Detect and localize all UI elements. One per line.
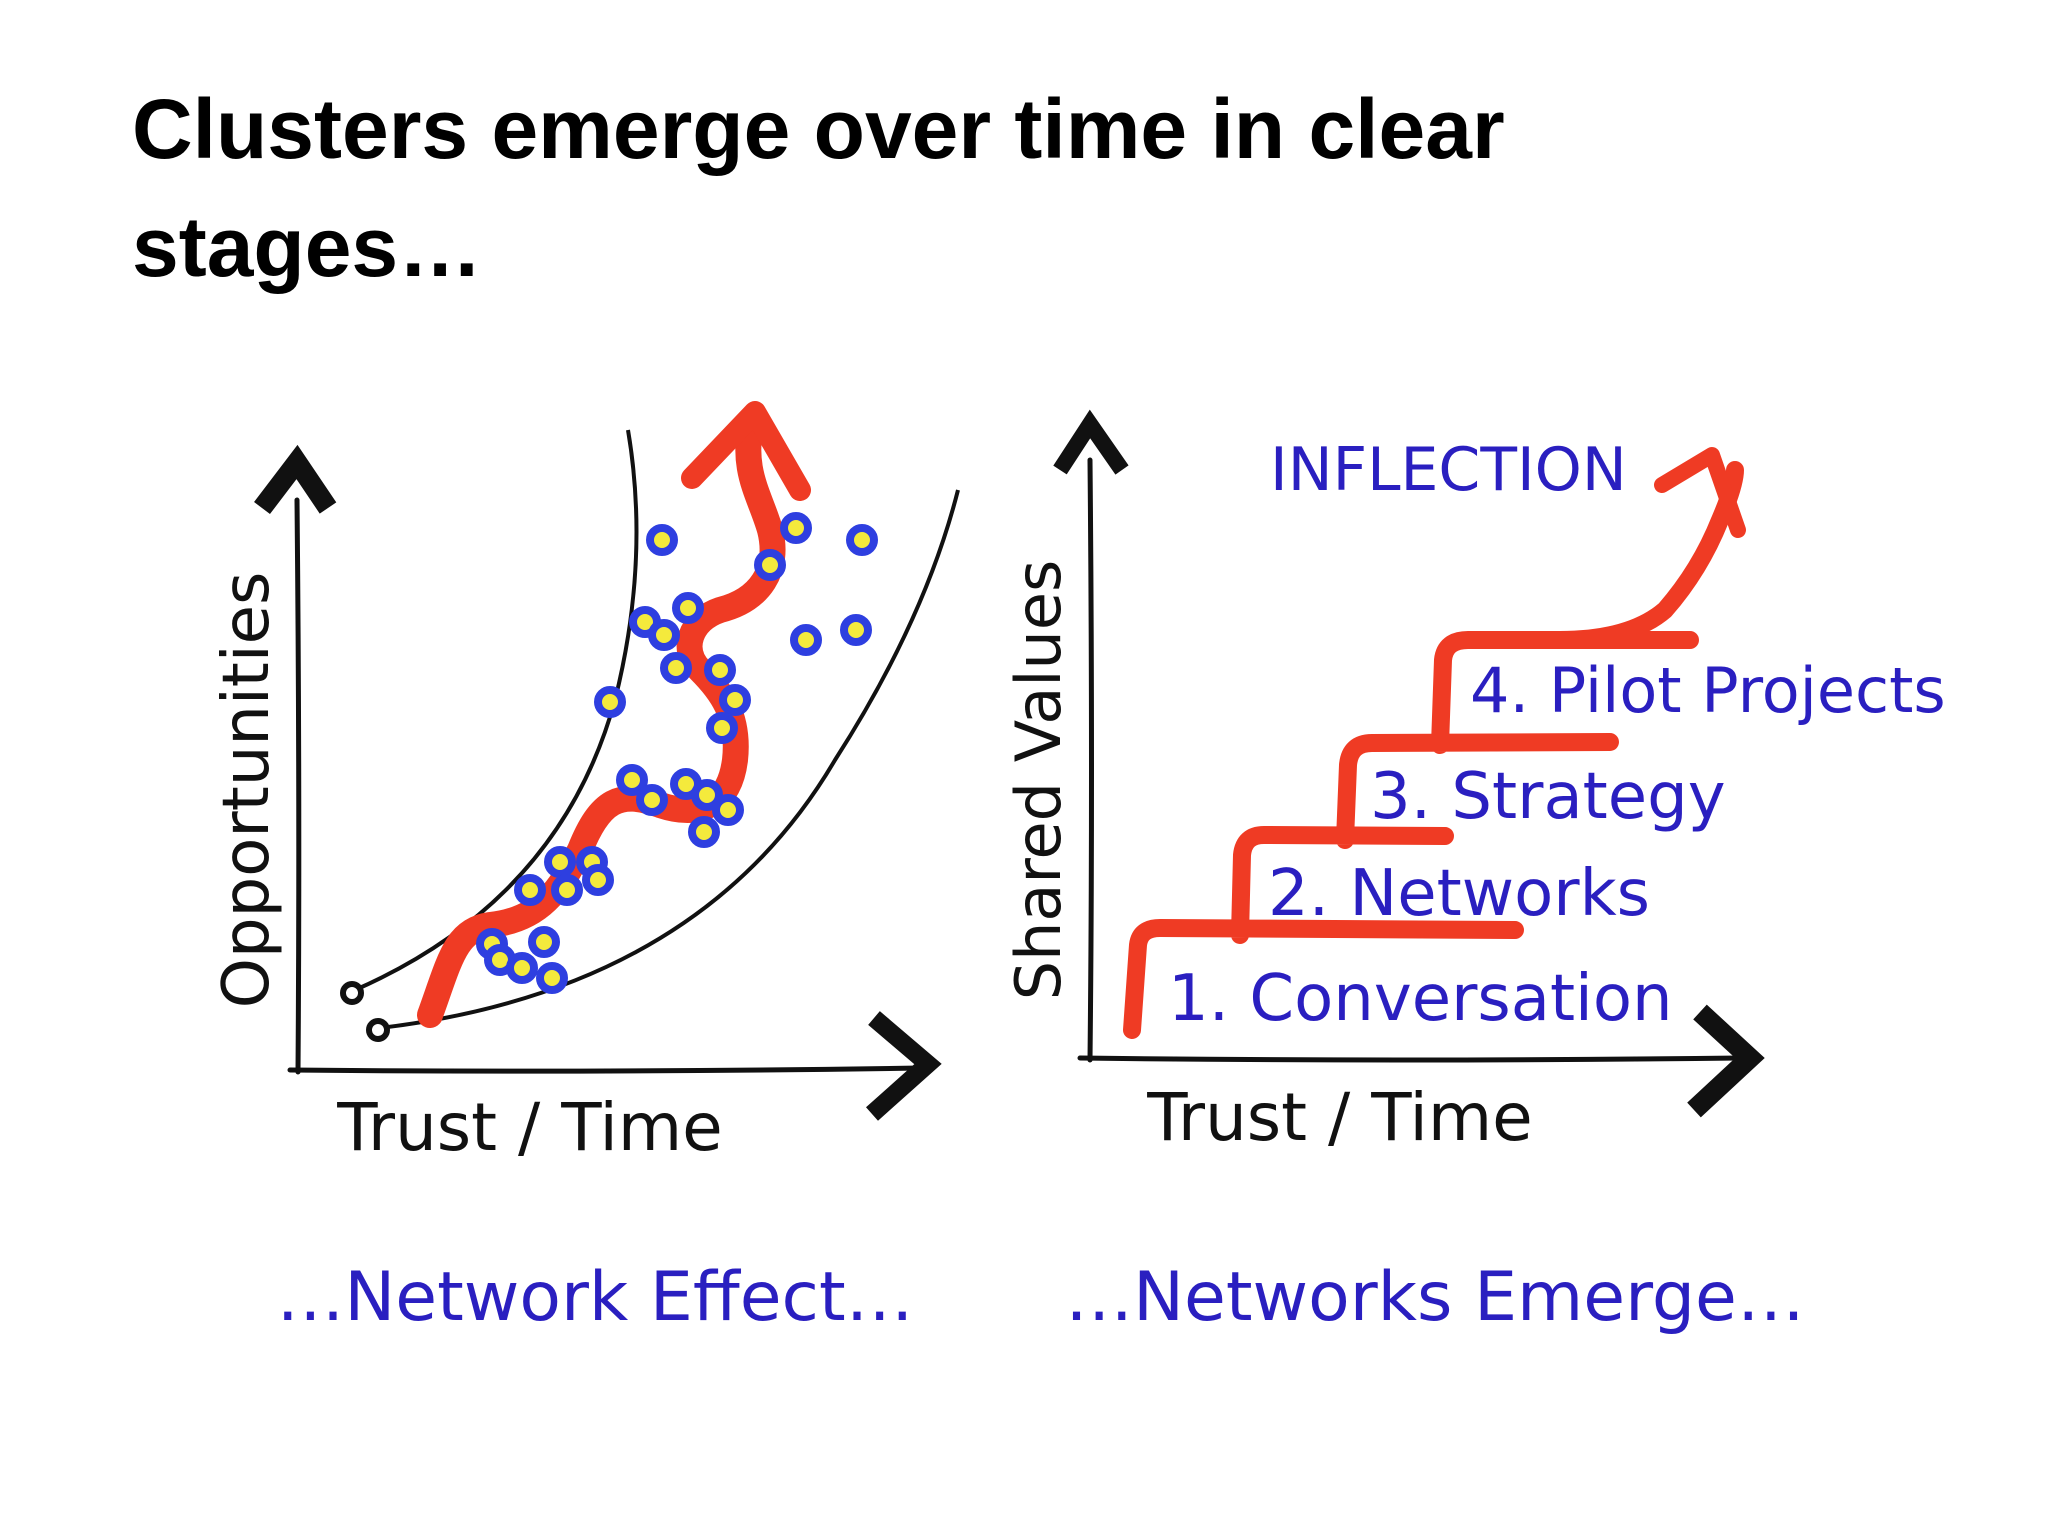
- opportunity-dot: [544, 846, 576, 878]
- stage-1-label: 1. Conversation: [1168, 962, 1673, 1036]
- opportunity-dot: [706, 712, 738, 744]
- origin-dot-2: [366, 1018, 390, 1042]
- left-x-axis-arrowhead: [866, 1011, 942, 1121]
- opportunity-dot: [840, 614, 872, 646]
- stage-2-label: 2. Networks: [1268, 857, 1650, 931]
- opportunity-dot: [660, 652, 692, 684]
- left-y-axis: [294, 497, 302, 1075]
- slide-title: Clusters emerge over time in clear stage…: [132, 82, 1505, 294]
- opportunity-dot: [506, 952, 538, 984]
- opportunity-dot: [754, 549, 786, 581]
- opportunity-dot: [616, 764, 648, 796]
- right-y-axis: [1087, 457, 1094, 1063]
- networks-emerge-diagram: INFLECTION 1. Conversation 2. Networks 3…: [1002, 409, 1946, 1337]
- left-y-axis-arrowhead: [254, 444, 337, 515]
- right-x-axis: [1077, 1055, 1743, 1063]
- opportunity-dot: [719, 684, 751, 716]
- opportunity-dot: [528, 926, 560, 958]
- opportunity-dot: [691, 779, 723, 811]
- opportunity-dot: [790, 624, 822, 656]
- funnel-lower-curve: [379, 489, 960, 1030]
- opportunity-dot: [594, 686, 626, 718]
- inflection-label: INFLECTION: [1270, 435, 1627, 505]
- opportunity-dot: [704, 654, 736, 686]
- opportunity-dot: [780, 512, 812, 544]
- right-caption: …Networks Emerge…: [1065, 1258, 1805, 1337]
- right-y-axis-arrowhead: [1053, 409, 1129, 475]
- left-x-axis-label: Trust / Time: [336, 1089, 723, 1166]
- opportunity-dots: [476, 512, 878, 994]
- opportunity-dot: [688, 816, 720, 848]
- funnel-upper-curve: [354, 429, 639, 992]
- right-x-axis-arrowhead: [1687, 1004, 1765, 1118]
- opportunity-dot: [846, 524, 878, 556]
- right-y-axis-label: Shared Values: [1002, 560, 1075, 1001]
- inflection-arrowhead: [1654, 447, 1746, 538]
- left-y-axis-label: Opportunities: [210, 572, 284, 1009]
- left-caption: …Network Effect…: [276, 1258, 913, 1337]
- opportunity-dot: [551, 874, 583, 906]
- wavy-growth-arrowhead: [681, 401, 811, 501]
- left-x-axis: [287, 1065, 923, 1074]
- opportunity-dot: [646, 524, 678, 556]
- opportunity-dot: [648, 619, 680, 651]
- network-effect-diagram: Opportunities Trust / Time …Network Effe…: [210, 401, 960, 1337]
- opportunity-dot: [672, 592, 704, 624]
- stage-staircase: [1123, 461, 1744, 1039]
- opportunity-dot: [636, 784, 668, 816]
- opportunity-dot: [582, 864, 614, 896]
- opportunity-dot: [536, 962, 568, 994]
- stage-4-label: 4. Pilot Projects: [1470, 654, 1946, 727]
- origin-dot-1: [340, 981, 364, 1005]
- stage-3-label: 3. Strategy: [1370, 760, 1726, 834]
- right-x-axis-label: Trust / Time: [1146, 1079, 1533, 1156]
- opportunity-dot: [712, 794, 744, 826]
- opportunity-dot: [514, 874, 546, 906]
